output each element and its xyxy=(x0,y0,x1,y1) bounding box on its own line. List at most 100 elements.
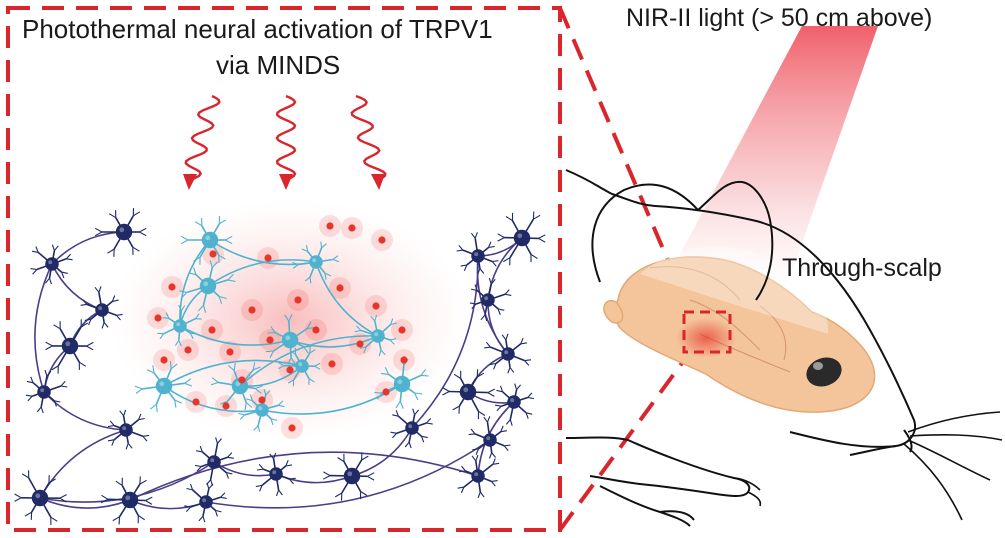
axon xyxy=(213,461,277,477)
axon xyxy=(205,439,491,509)
light-arrows xyxy=(183,94,387,190)
eye-highlight xyxy=(813,362,823,370)
nir-light-label: NIR-II light (> 50 cm above) xyxy=(626,4,933,32)
inset-frame xyxy=(6,6,562,532)
resting-neuron-icon xyxy=(469,277,512,322)
nanoparticle-icon xyxy=(208,326,216,334)
inset-title-line1: Photothermal neural activation of TRPV1 xyxy=(22,14,493,44)
resting-neuron-icon xyxy=(484,333,532,374)
wave-arrowhead-icon xyxy=(279,174,293,190)
resting-neuron-icon xyxy=(457,454,500,499)
nanoparticle-icon xyxy=(258,396,266,404)
ear-outline xyxy=(591,180,774,301)
resting-neuron-icon xyxy=(322,452,375,501)
resting-neuron-icon xyxy=(497,211,546,266)
front-paw xyxy=(733,477,762,507)
axon xyxy=(179,239,211,327)
axon xyxy=(289,335,379,348)
nanoparticle-icon xyxy=(356,340,364,348)
nanoparticle-icon xyxy=(266,336,274,344)
resting-neuron-icon xyxy=(107,409,150,450)
axon xyxy=(51,231,125,265)
nanoparticle-icon xyxy=(226,348,234,356)
nanoparticle-icon xyxy=(286,366,294,374)
zoom-square xyxy=(682,310,732,354)
activated-neuron-icon xyxy=(278,346,321,387)
hind-paw xyxy=(599,485,695,527)
activated-neuron-icon xyxy=(157,304,202,347)
nanoparticle-icon xyxy=(264,254,272,262)
through-scalp-label: Through-scalp xyxy=(782,254,942,282)
nanoparticles xyxy=(154,222,408,432)
axon xyxy=(351,427,413,477)
axon xyxy=(179,325,291,346)
wavy-light-arrow-icon xyxy=(275,94,297,182)
head-outline xyxy=(565,169,916,448)
nanoparticle-icon xyxy=(312,326,320,334)
nanoparticle-icon xyxy=(328,360,336,368)
resting-neuron-icon xyxy=(100,476,153,525)
nanoparticle-icon xyxy=(378,236,386,244)
axon xyxy=(129,451,479,501)
resting-neuron-icon xyxy=(30,244,73,285)
resting-neuron-icon xyxy=(255,452,296,497)
wavy-light-arrow-icon xyxy=(350,94,387,182)
nanoparticle-icon xyxy=(238,376,246,384)
nanoparticle-icon xyxy=(288,424,296,432)
activated-neuron-icon xyxy=(179,260,236,313)
resting-neuron-icon xyxy=(184,482,227,523)
activated-neuron-icon xyxy=(134,361,193,412)
activated-neuron-icon xyxy=(354,314,397,357)
nanoparticle-icon xyxy=(160,356,168,364)
nanoparticle-icon xyxy=(336,284,344,292)
resting-neuron-icon xyxy=(80,286,123,329)
activated-neuron-icon xyxy=(265,314,316,365)
heated-spot xyxy=(676,318,736,358)
nanoparticle-icon xyxy=(192,398,200,406)
axon xyxy=(39,497,131,509)
nanoparticle-icon xyxy=(294,296,302,304)
nanoparticle-icon xyxy=(398,326,406,334)
snout xyxy=(849,429,913,456)
scalp-overlay xyxy=(640,246,829,334)
resting-neuron-icon xyxy=(14,470,67,525)
wavy-light-arrow-icon xyxy=(184,94,221,182)
axon xyxy=(207,259,317,287)
resting-neuron-icon xyxy=(442,369,495,420)
nanoparticle-icon xyxy=(184,346,192,354)
resting-neuron-icon xyxy=(390,408,433,449)
wave-arrowhead-icon xyxy=(371,174,385,190)
inset-title-line2: via MINDS xyxy=(216,50,341,80)
axon xyxy=(34,263,53,393)
activated-neuron-icon xyxy=(180,216,233,265)
nanoparticle-icon xyxy=(154,314,162,322)
resting-neuron-icon xyxy=(494,383,534,426)
zoom-connector-bottom xyxy=(558,350,692,532)
axon xyxy=(163,359,303,387)
activated-neuron-icon xyxy=(292,241,339,284)
nanoparticle-icon xyxy=(168,283,176,291)
axon xyxy=(315,261,379,337)
nanoparticle-icon xyxy=(248,306,256,314)
nanoparticle-icon xyxy=(222,402,230,410)
resting-neuron-icon xyxy=(45,319,94,374)
olfactory-bulb xyxy=(603,299,624,324)
nanoparticle-icon xyxy=(382,388,390,396)
axon xyxy=(163,385,263,413)
resting-neuron-icon xyxy=(456,232,499,275)
nanoparticle-icon xyxy=(209,250,217,258)
mouse-illustration xyxy=(565,26,1003,527)
axon xyxy=(476,255,509,355)
neuron-population xyxy=(14,208,546,525)
whiskers xyxy=(903,411,1003,521)
resting-neuron-icon xyxy=(468,416,511,459)
nanoparticle-icon xyxy=(400,356,408,364)
nanoparticle-icon xyxy=(326,222,334,230)
activated-neuron-icon xyxy=(238,388,285,432)
axon xyxy=(129,499,207,510)
resting-neuron-icon xyxy=(194,437,234,486)
wave-arrowhead-icon xyxy=(183,174,197,190)
nanoparticle-icon xyxy=(372,302,380,310)
